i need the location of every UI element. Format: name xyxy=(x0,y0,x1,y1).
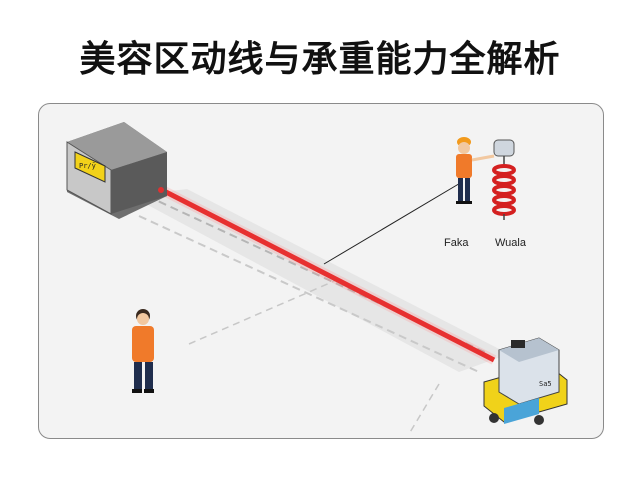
laser-beam-icon xyxy=(162,188,496,363)
floor-walkway xyxy=(131,189,509,372)
standing-worker-icon xyxy=(132,309,154,393)
diagram-panel: Pr/ȳ xyxy=(38,103,604,439)
diagram-canvas: Pr/ȳ xyxy=(66,122,568,435)
cart-machine-icon: Sa5 xyxy=(483,337,568,425)
laser-beam-glow xyxy=(161,186,497,365)
worker-icon xyxy=(456,137,495,204)
dashed-line-cross xyxy=(188,278,340,345)
page-title: 美容区动线与承重能力全解析 xyxy=(79,39,561,80)
control-box-icon: Pr/ȳ xyxy=(66,122,167,219)
cart-sign-text: Sa5 xyxy=(539,380,552,388)
dashed-line-down xyxy=(408,383,440,435)
tether-line xyxy=(323,181,463,265)
hook-coil-icon xyxy=(492,139,516,220)
box-sign-text: Pr/ȳ xyxy=(79,162,96,170)
worker-caption: Faka xyxy=(444,237,469,249)
dashed-line-bottom xyxy=(138,215,480,373)
coil-caption: Wuala xyxy=(495,237,526,249)
